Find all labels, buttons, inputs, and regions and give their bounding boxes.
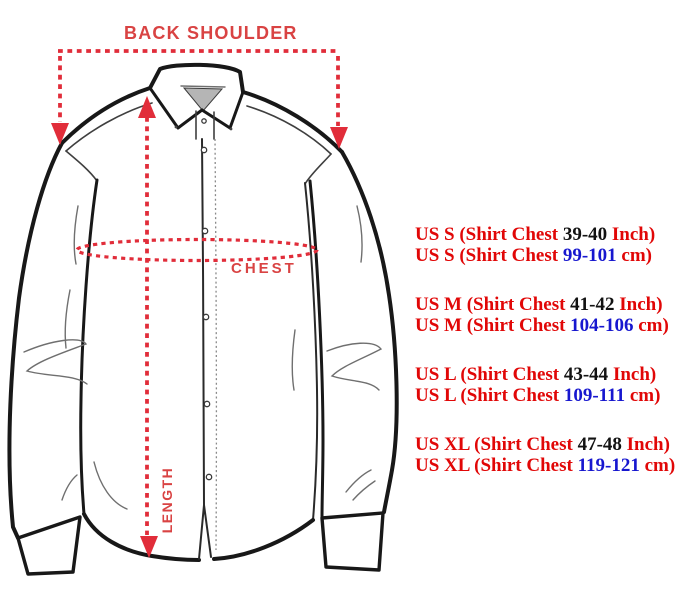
- button: [201, 227, 209, 235]
- size-line-l-inch: US L (Shirt Chest 43-44 Inch): [415, 364, 675, 385]
- size-text: US S (Shirt Chest: [415, 224, 563, 245]
- size-group-s: US S (Shirt Chest 39-40 Inch) US S (Shir…: [415, 224, 675, 266]
- size-line-xl-inch: US XL (Shirt Chest 47-48 Inch): [415, 434, 675, 455]
- size-group-m: US M (Shirt Chest 41-42 Inch) US M (Shir…: [415, 294, 675, 336]
- back-shoulder-measure: [51, 49, 348, 149]
- arrow-down-icon: [51, 123, 69, 145]
- size-text: cm): [633, 315, 669, 336]
- size-chart: US S (Shirt Chest 39-40 Inch) US S (Shir…: [415, 224, 675, 504]
- inch-value: 47-48: [577, 434, 622, 455]
- cm-value: 104-106: [570, 315, 634, 336]
- chest-measure: [75, 237, 319, 263]
- size-line-m-cm: US M (Shirt Chest 104-106 cm): [415, 315, 675, 336]
- length-measure: [138, 96, 158, 558]
- left-cuff: [16, 515, 82, 576]
- back-shoulder-label: BACK SHOULDER: [124, 23, 298, 43]
- collar-neck-triangle: [182, 87, 224, 112]
- size-line-s-inch: US S (Shirt Chest 39-40 Inch): [415, 224, 675, 245]
- shirt-collar: [148, 62, 245, 131]
- size-text: US L (Shirt Chest: [415, 364, 564, 385]
- size-group-xl: US XL (Shirt Chest 47-48 Inch) US XL (Sh…: [415, 434, 675, 476]
- button: [205, 473, 213, 481]
- size-text: cm): [616, 245, 652, 266]
- size-line-s-cm: US S (Shirt Chest 99-101 cm): [415, 245, 675, 266]
- right-cuff: [320, 511, 385, 572]
- length-label: LENGTH: [159, 466, 175, 534]
- size-text: US S (Shirt Chest: [415, 245, 563, 266]
- inch-value: 41-42: [570, 294, 615, 315]
- shirt-placket: [195, 110, 218, 551]
- cm-value: 119-121: [577, 455, 640, 476]
- button: [200, 146, 208, 154]
- chest-label: CHEST: [231, 260, 297, 277]
- arrow-up-icon: [138, 96, 156, 118]
- size-text: Inch): [608, 364, 657, 385]
- size-text: US M (Shirt Chest: [415, 315, 571, 336]
- chest-ellipse: [75, 237, 319, 263]
- shirt-outline: [7, 86, 399, 576]
- arrow-down-icon: [330, 127, 348, 149]
- size-text: US M (Shirt Chest: [415, 294, 571, 315]
- size-text: US L (Shirt Chest: [415, 385, 564, 406]
- size-text: Inch): [614, 294, 663, 315]
- size-line-xl-cm: US XL (Shirt Chest 119-121 cm): [415, 455, 675, 476]
- size-group-l: US L (Shirt Chest 43-44 Inch) US L (Shir…: [415, 364, 675, 406]
- size-text: US XL (Shirt Chest: [415, 434, 578, 455]
- size-line-m-inch: US M (Shirt Chest 41-42 Inch): [415, 294, 675, 315]
- inch-value: 39-40: [562, 224, 608, 245]
- cm-value: 109-111: [563, 385, 626, 406]
- button: [203, 400, 211, 408]
- size-line-l-cm: US L (Shirt Chest 109-111 cm): [415, 385, 675, 406]
- arrow-down-icon: [140, 536, 158, 558]
- collar-button: [201, 118, 207, 124]
- size-text: Inch): [621, 434, 670, 455]
- size-text: US XL (Shirt Chest: [415, 455, 578, 476]
- inch-value: 43-44: [563, 364, 609, 385]
- cm-value: 99-101: [562, 245, 617, 266]
- button: [202, 313, 210, 321]
- size-text: Inch): [607, 224, 656, 245]
- size-text: cm): [625, 385, 661, 406]
- size-text: cm): [639, 455, 676, 476]
